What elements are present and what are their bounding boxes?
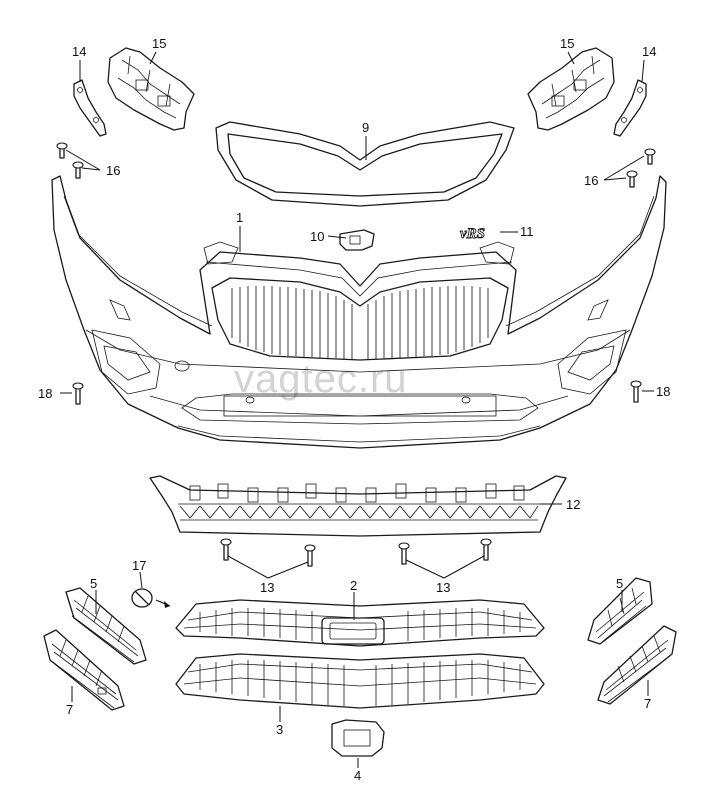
part-17-clip[interactable] [131,588,171,608]
part-7-right-fog-grille[interactable] [597,625,677,705]
callout-7-left: 7 [66,702,73,717]
part-16-right-screws[interactable] [626,148,656,188]
part-3-lower-grille[interactable] [175,653,545,709]
part-15-left-mount[interactable] [107,47,195,131]
callout-15-left: 15 [152,36,166,51]
part-11-vrs-badge[interactable]: vRS [460,226,486,243]
part-18-right-bolt[interactable] [630,380,642,403]
callout-5-left: 5 [90,576,97,591]
part-4-insert[interactable] [331,719,385,757]
part-5-left-fog-grille[interactable] [65,587,147,665]
callout-12: 12 [566,497,580,512]
callout-4: 4 [354,768,361,783]
callout-14-left: 14 [72,44,86,59]
part-7-left-fog-grille[interactable] [43,629,125,711]
part-5-right-fog-grille[interactable] [587,577,653,645]
callout-16-left: 16 [106,163,120,178]
part-9-grille-frame[interactable] [215,121,515,207]
part-15-right-mount[interactable] [527,47,615,131]
callout-7-right: 7 [644,696,651,711]
callout-13-left: 13 [260,580,274,595]
callout-18-left: 18 [38,386,52,401]
part-1-bumper-cover[interactable] [51,175,667,449]
callout-13-right: 13 [436,580,450,595]
part-14-right-bracket[interactable] [613,79,647,137]
callout-9: 9 [362,120,369,135]
part-13-screw-group-right[interactable] [398,538,492,565]
callout-16-right: 16 [584,173,598,188]
callout-10: 10 [310,229,324,244]
part-16-left-screws[interactable] [56,142,84,179]
callout-15-right: 15 [560,36,574,51]
leader-lines [60,51,654,768]
callout-5-right: 5 [616,576,623,591]
part-10-clip[interactable] [339,229,375,251]
callout-14-right: 14 [642,44,656,59]
part-2-upper-grille[interactable] [175,599,545,647]
callout-1: 1 [236,210,243,225]
part-14-left-bracket[interactable] [73,79,107,137]
callout-18-right: 18 [656,384,670,399]
callout-2: 2 [350,578,357,593]
callout-3: 3 [276,722,283,737]
callout-labels: 14 15 15 14 16 16 9 1 10 11 18 18 12 13 … [38,36,670,783]
callout-11: 11 [520,224,534,239]
callout-17: 17 [132,558,146,573]
vrs-badge-text: vRS [460,226,485,242]
part-13-screw-group-left[interactable] [220,538,316,567]
part-18-left-bolt[interactable] [72,382,84,405]
part-12-reinforcement[interactable] [149,475,567,537]
